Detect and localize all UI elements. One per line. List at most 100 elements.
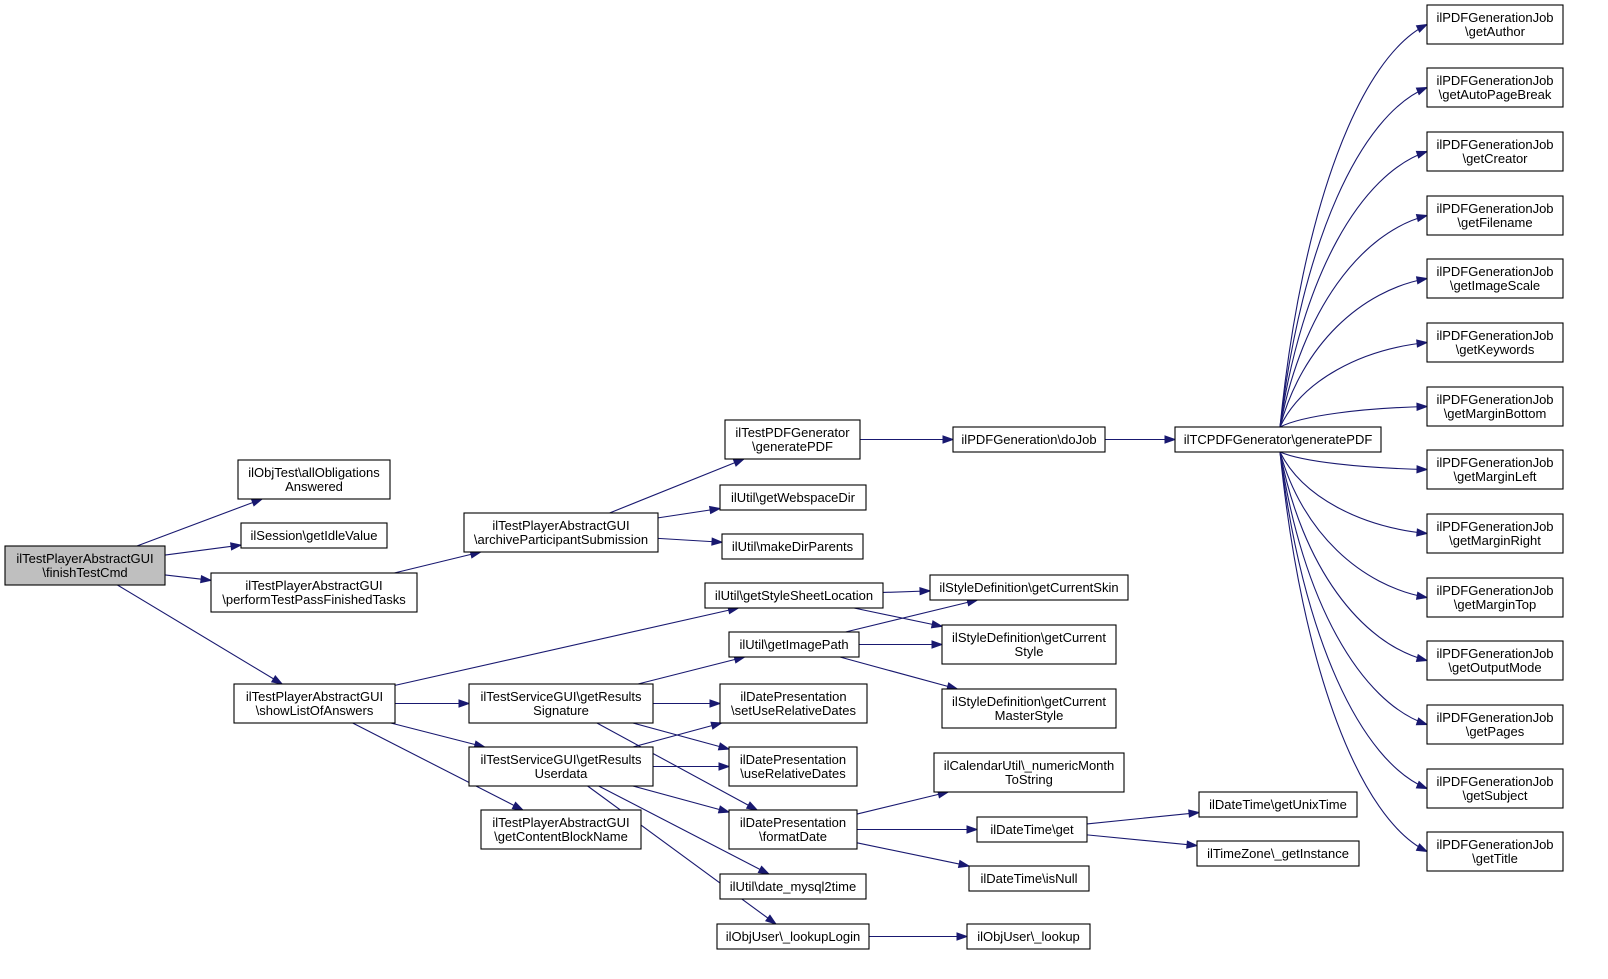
node-test-pdfgenerate[interactable]: ilTestPDFGenerator\generatePDF xyxy=(724,419,861,460)
node-box xyxy=(976,816,1088,843)
arrowhead-job-get-margin-left xyxy=(1416,465,1429,474)
node-box xyxy=(240,522,388,549)
node-date-mysql2time[interactable]: ilUtil\date_mysql2time xyxy=(719,873,867,900)
arrowhead-use-relative-dates xyxy=(718,762,731,771)
node-job-get-output-mode[interactable]: ilPDFGenerationJob\getOutputMode xyxy=(1426,640,1564,681)
node-job-get-margin-left[interactable]: ilPDFGenerationJob\getMarginLeft xyxy=(1426,449,1564,490)
node-job-get-subject[interactable]: ilPDFGenerationJob\getSubject xyxy=(1426,768,1564,809)
node-lookup[interactable]: ilObjUser\_lookup xyxy=(966,923,1091,950)
node-box xyxy=(1196,840,1360,867)
node-job-get-margin-right[interactable]: ilPDFGenerationJob\getMarginRight xyxy=(1426,513,1564,554)
edge-tcpdf-generate-to-job-get-keywords xyxy=(1279,341,1428,428)
node-do-job[interactable]: ilPDFGeneration\doJob xyxy=(952,426,1106,453)
node-make-dir-parents[interactable]: ilUtil\makeDirParents xyxy=(721,533,864,560)
node-perform-test-pass[interactable]: ilTestPlayerAbstractGUI\performTestPassF… xyxy=(210,572,418,613)
node-date-time-is-null[interactable]: ilDateTime\isNull xyxy=(968,865,1090,892)
node-label-line: ilUtil\makeDirParents xyxy=(732,539,854,554)
arrowhead-get-current-skin xyxy=(919,587,932,596)
node-get-content-block-name[interactable]: ilTestPlayerAbstractGUI\getContentBlockN… xyxy=(480,809,642,850)
node-box xyxy=(719,873,867,900)
node-get-current-skin[interactable]: ilStyleDefinition\getCurrentSkin xyxy=(929,574,1129,601)
arrowhead-set-use-relative-dates xyxy=(709,699,722,708)
edge-get-image-path-to-get-current-master-style xyxy=(839,656,958,690)
node-show-list-of-answers[interactable]: ilTestPlayerAbstractGUI\showListOfAnswer… xyxy=(233,683,396,724)
node-label-line: ilDatePresentation xyxy=(740,815,846,830)
edge-tcpdf-generate-to-job-get-output-mode xyxy=(1279,451,1428,662)
node-label-line: ilTestPlayerAbstractGUI xyxy=(492,815,629,830)
node-box xyxy=(966,923,1091,950)
node-job-get-auto-page-break[interactable]: ilPDFGenerationJob\getAutoPageBreak xyxy=(1426,67,1564,108)
node-get-unix-time[interactable]: ilDateTime\getUnixTime xyxy=(1198,791,1358,818)
node-job-get-title[interactable]: ilPDFGenerationJob\getTitle xyxy=(1426,831,1564,872)
node-use-relative-dates[interactable]: ilDatePresentation\useRelativeDates xyxy=(728,746,858,787)
node-job-get-filename[interactable]: ilPDFGenerationJob\getFilename xyxy=(1426,195,1564,236)
node-box xyxy=(1426,513,1564,554)
node-lookup-login[interactable]: ilObjUser\_lookupLogin xyxy=(716,923,870,950)
node-date-time-get[interactable]: ilDateTime\get xyxy=(976,816,1088,843)
arrowhead-get-current-style xyxy=(930,620,944,629)
node-get-webspace-dir[interactable]: ilUtil\getWebspaceDir xyxy=(719,484,867,511)
node-archive-participant[interactable]: ilTestPlayerAbstractGUI\archiveParticipa… xyxy=(463,512,659,553)
node-get-instance[interactable]: ilTimeZone\_getInstance xyxy=(1196,840,1360,867)
node-label-line: \getMarginTop xyxy=(1454,597,1536,612)
node-box xyxy=(210,572,418,613)
arrowhead-set-use-relative-dates xyxy=(710,721,723,730)
node-format-date[interactable]: ilDatePresentation\formatDate xyxy=(728,809,858,850)
node-label-line: ilPDFGenerationJob xyxy=(1436,646,1553,661)
edge-layer xyxy=(117,23,1429,941)
node-box xyxy=(233,683,396,724)
node-job-get-author[interactable]: ilPDFGenerationJob\getAuthor xyxy=(1426,4,1564,45)
node-get-image-path[interactable]: ilUtil\getImagePath xyxy=(728,631,860,658)
node-tcpdf-generate[interactable]: ilTCPDFGenerator\generatePDF xyxy=(1174,426,1382,453)
node-label-line: ilUtil\date_mysql2time xyxy=(730,879,856,894)
arrowhead-job-get-margin-right xyxy=(1416,528,1429,537)
node-label-line: \getMarginRight xyxy=(1449,533,1541,548)
node-box xyxy=(704,582,884,609)
node-get-idle-value[interactable]: ilSession\getIdleValue xyxy=(240,522,388,549)
node-job-get-pages[interactable]: ilPDFGenerationJob\getPages xyxy=(1426,704,1564,745)
node-label-line: ilDateTime\isNull xyxy=(980,871,1077,886)
node-box xyxy=(952,426,1106,453)
edge-tcpdf-generate-to-job-get-subject xyxy=(1279,451,1428,790)
node-label-line: ilStyleDefinition\getCurrent xyxy=(952,694,1106,709)
node-label-line: \getTitle xyxy=(1472,851,1518,866)
node-job-get-keywords[interactable]: ilPDFGenerationJob\getKeywords xyxy=(1426,322,1564,363)
arrowhead-job-get-creator xyxy=(1415,150,1429,159)
node-label-line: ilPDFGenerationJob xyxy=(1436,73,1553,88)
node-finish-test-cmd[interactable]: ilTestPlayerAbstractGUI\finishTestCmd xyxy=(4,545,166,586)
node-job-get-creator[interactable]: ilPDFGenerationJob\getCreator xyxy=(1426,131,1564,172)
arrowhead-test-pdfgenerate xyxy=(732,458,746,467)
node-label-line: ilObjUser\_lookup xyxy=(977,929,1080,944)
edge-finish-test-cmd-to-get-idle-value xyxy=(164,544,242,556)
node-get-style-sheet-location[interactable]: ilUtil\getStyleSheetLocation xyxy=(704,582,884,609)
node-label-line: ilPDFGenerationJob xyxy=(1436,328,1553,343)
edge-tcpdf-generate-to-job-get-creator xyxy=(1279,150,1428,428)
arrowhead-job-get-pages xyxy=(1415,717,1429,726)
node-box xyxy=(1426,195,1564,236)
edge-tcpdf-generate-to-job-get-margin-right xyxy=(1279,451,1428,535)
arrowhead-job-get-margin-top xyxy=(1415,591,1429,600)
node-label-line: ilPDFGenerationJob xyxy=(1436,264,1553,279)
node-label-line: \useRelativeDates xyxy=(740,766,846,781)
edge-get-style-sheet-location-to-get-current-style xyxy=(853,607,943,627)
node-label-line: ilDatePresentation xyxy=(740,689,846,704)
arrowhead-job-get-filename xyxy=(1415,214,1429,223)
node-box xyxy=(1198,791,1358,818)
node-job-get-margin-top[interactable]: ilPDFGenerationJob\getMarginTop xyxy=(1426,577,1564,618)
node-job-get-image-scale[interactable]: ilPDFGenerationJob\getImageScale xyxy=(1426,258,1564,299)
arrowhead-show-list-of-answers xyxy=(270,674,284,685)
node-label-line: ToString xyxy=(1005,772,1053,787)
edge-finish-test-cmd-to-show-list-of-answers xyxy=(117,584,283,685)
arrowhead-use-relative-dates xyxy=(717,742,731,751)
node-label-line: ilUtil\getStyleSheetLocation xyxy=(715,588,873,603)
node-label-line: ilDatePresentation xyxy=(740,752,846,767)
node-job-get-margin-bottom[interactable]: ilPDFGenerationJob\getMarginBottom xyxy=(1426,386,1564,427)
node-set-use-relative-dates[interactable]: ilDatePresentation\setUseRelativeDates xyxy=(719,683,868,724)
node-label-line: ilTestPlayerAbstractGUI xyxy=(16,551,153,566)
